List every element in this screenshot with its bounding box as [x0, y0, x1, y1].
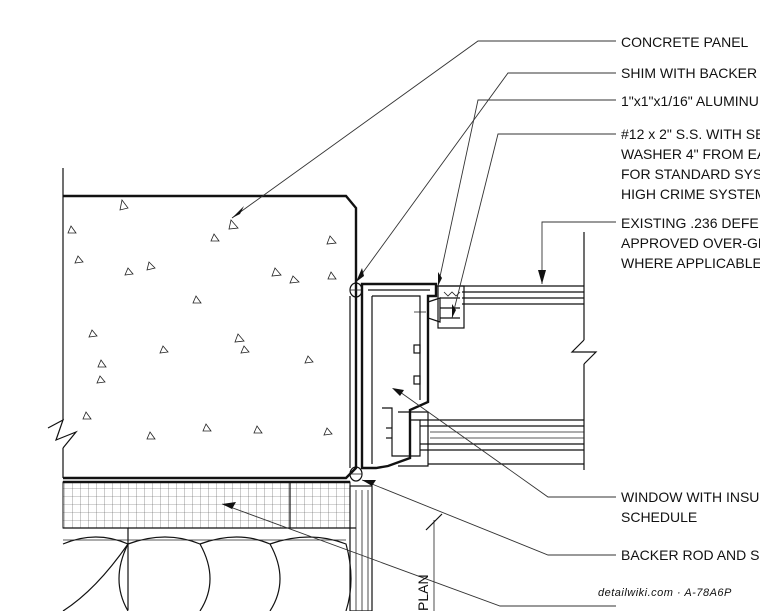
insulation-grid	[62, 481, 351, 529]
aluminum-window-frame	[360, 282, 438, 470]
label-shim-with-backer: SHIM WITH BACKER	[621, 65, 757, 81]
label-screw-line2: WASHER 4" FROM EA	[621, 146, 760, 162]
label-existing-line2: APPROVED OVER-GL	[621, 235, 760, 251]
label-concrete-panel: CONCRETE PANEL	[621, 34, 749, 50]
leader-lines	[221, 40, 616, 607]
plan-section-mark	[425, 513, 443, 611]
label-window-line1: WINDOW WITH INSUL	[621, 489, 760, 505]
batt-insulation	[62, 536, 352, 611]
label-existing-line1: EXISTING .236 DEFE	[621, 215, 759, 231]
callout-labels: CONCRETE PANEL SHIM WITH BACKER 1"x1"x1/…	[415, 34, 760, 611]
label-existing-line3: WHERE APPLICABLE	[621, 255, 760, 271]
existing-glazing	[436, 232, 598, 470]
label-backer-rod: BACKER ROD AND S	[621, 547, 759, 563]
watermark: detailwiki.com · A-78A6P	[598, 587, 732, 599]
label-aluminum-angle: 1"x1"x1/16" ALUMINUI	[621, 93, 760, 109]
concrete-panel	[47, 168, 358, 480]
label-window-line2: SCHEDULE	[621, 509, 697, 525]
label-plan: PLAN	[415, 574, 431, 611]
stud	[349, 485, 373, 611]
stainless-screw-fastener	[414, 285, 465, 329]
wall-assembly-below	[62, 480, 373, 611]
aggregate-marks	[67, 199, 337, 440]
label-screw-line1: #12 x 2" S.S. WITH SE	[621, 126, 760, 142]
label-screw-line4: HIGH CRIME SYSTEM	[621, 186, 760, 202]
perimeter-joint	[349, 282, 363, 482]
label-screw-line3: FOR STANDARD SYS	[621, 166, 760, 182]
window-insulated-glazing	[420, 419, 584, 465]
